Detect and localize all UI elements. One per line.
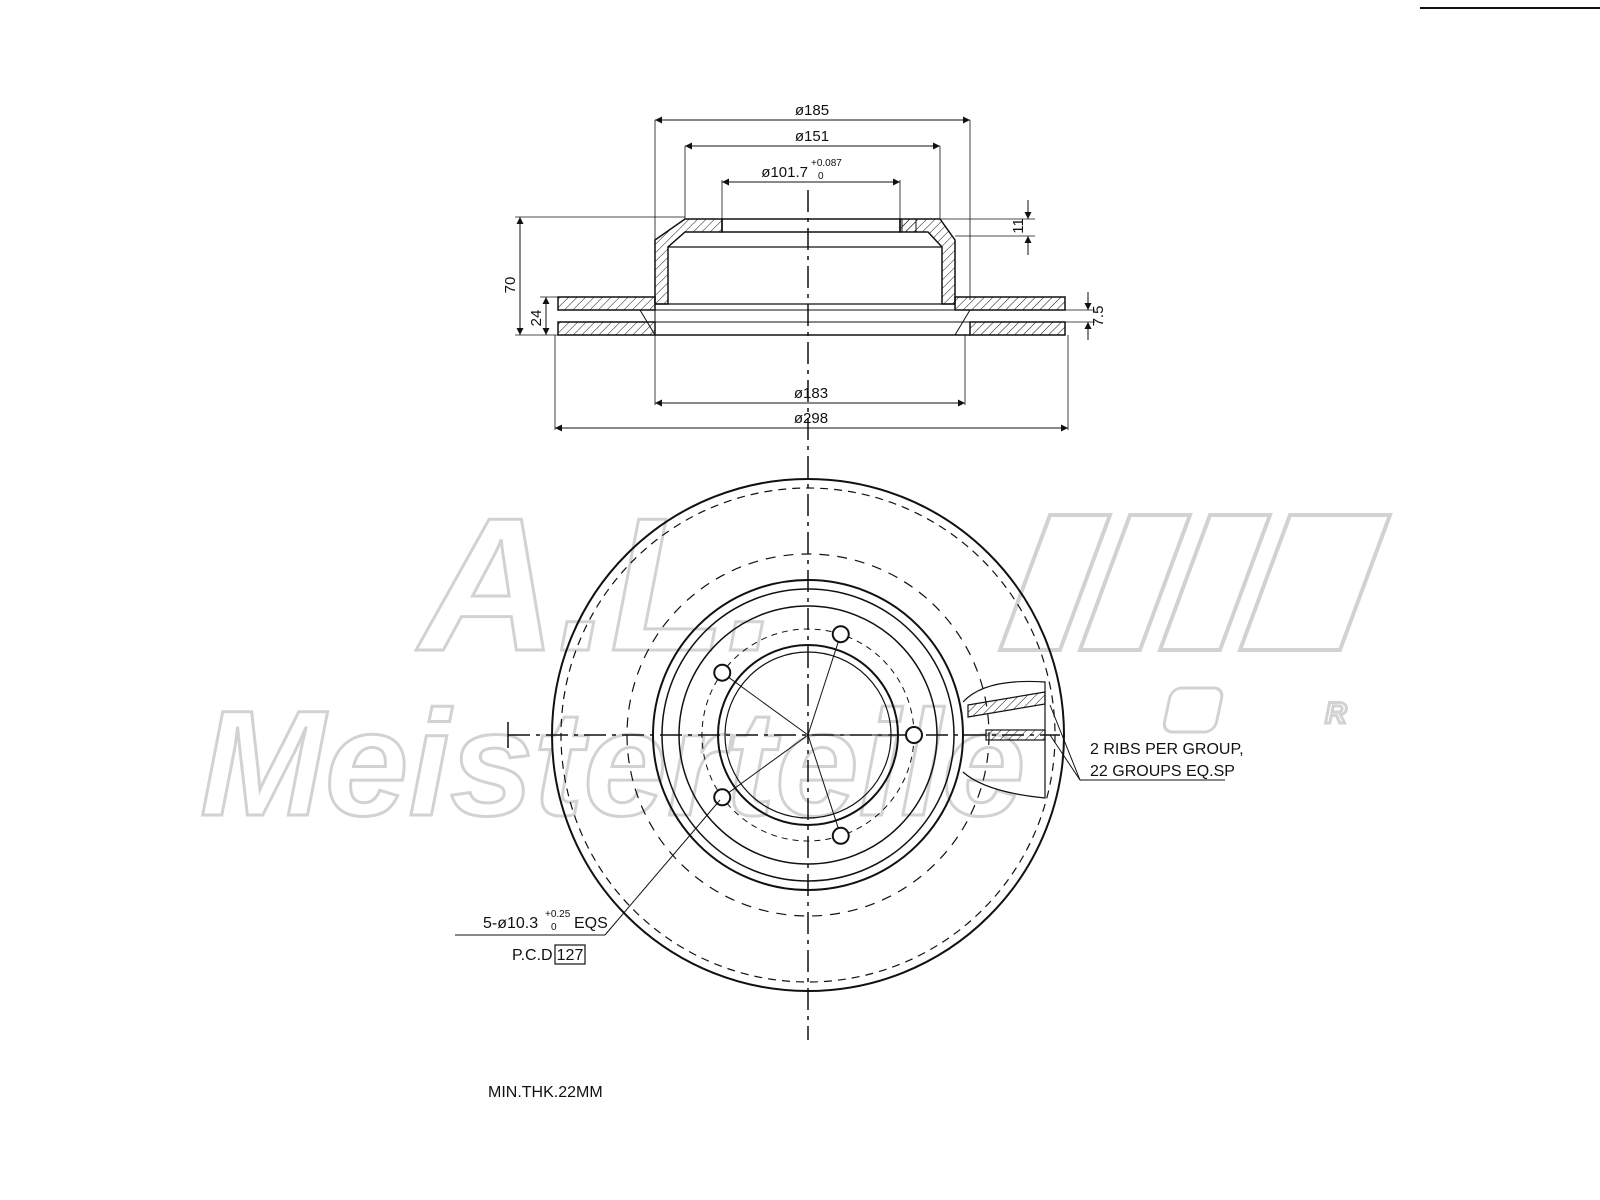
bolt-radial-line: [807, 634, 842, 736]
rib-2-icon: [985, 729, 1046, 741]
disc-outer-edge: [551, 478, 1065, 992]
bolt-radial-line: [721, 734, 809, 798]
hat-inner-circle: [678, 605, 938, 865]
dim-label-70: 70: [502, 277, 519, 294]
hat-wall-left: [654, 218, 723, 305]
rib-1-icon: [967, 691, 1046, 718]
watermark-brand-line2: Meisterteile: [200, 679, 1025, 847]
watermark-registered-mark: R: [1325, 697, 1347, 730]
hat-outer-circle: [652, 579, 964, 891]
bolt-note-tol-lower: 0: [551, 922, 557, 933]
dim-label-101: ø101.7: [761, 164, 808, 181]
bolt-hole: [713, 788, 732, 807]
dim-label-298: ø298: [794, 410, 828, 427]
dim-label-151: ø151: [795, 128, 829, 145]
bolt-note-suffix: EQS: [574, 915, 608, 932]
dim-label-24: 24: [528, 310, 545, 327]
dim-label-101-tol-upper: +0.087: [811, 158, 842, 169]
watermark: A.L. Meisterteile R: [199, 478, 1393, 849]
bolt-hole-group: [713, 625, 923, 845]
bolt-hole: [713, 663, 732, 682]
pcd-label: P.C.D: [512, 947, 553, 964]
bolt-radial-line: [721, 672, 809, 736]
watermark-stripes-logo: [997, 513, 1393, 652]
disc-chamfer-circle: [560, 487, 1056, 983]
front-view: 2 RIBS PER GROUP, 22 GROUPS EQ.SP 5-ø10.…: [455, 478, 1244, 992]
bolt-hole: [905, 726, 923, 744]
side-section-view: ø185 ø151 ø101.7 +0.087 0 ø183 ø298 70 2…: [502, 102, 1107, 1040]
dim-label-11: 11: [1010, 218, 1027, 234]
bolt-note-leader: [604, 799, 721, 936]
pcd-value-box: [554, 944, 586, 965]
friction-ring-bottom-right: [969, 321, 1066, 336]
hat-top-plate: [721, 218, 901, 233]
hat-stud-boss: [901, 218, 917, 233]
hat-fillet-circle: [661, 588, 955, 882]
friction-ring-top-right: [954, 296, 1066, 311]
dim-label-185: ø185: [795, 102, 829, 119]
dim-label-7-5: 7.5: [1090, 306, 1107, 327]
pcd-value: 127: [557, 947, 584, 964]
rib-note-line2: 22 GROUPS EQ.SP: [1090, 763, 1235, 780]
bolt-hole: [831, 625, 850, 644]
rib-note-line1: 2 RIBS PER GROUP,: [1090, 741, 1244, 758]
rib-detail: [962, 680, 1046, 799]
bolt-radial-line: [807, 734, 842, 836]
dim-label-101-tol-lower: 0: [818, 171, 824, 182]
min-thickness-note: MIN.THK.22MM: [488, 1084, 603, 1101]
friction-ring-bottom-left: [557, 321, 656, 336]
watermark-brand-line1: A.L.: [416, 479, 779, 691]
dim-label-183: ø183: [794, 385, 828, 402]
bolt-hole: [831, 826, 850, 845]
bolt-note-tol-upper: +0.25: [545, 909, 571, 920]
bolt-note-prefix: 5-ø10.3: [483, 915, 538, 932]
rib-note-leader: [1049, 704, 1081, 781]
friction-ring-top-left: [557, 296, 656, 311]
watermark-registered-icon: R: [1162, 686, 1349, 734]
